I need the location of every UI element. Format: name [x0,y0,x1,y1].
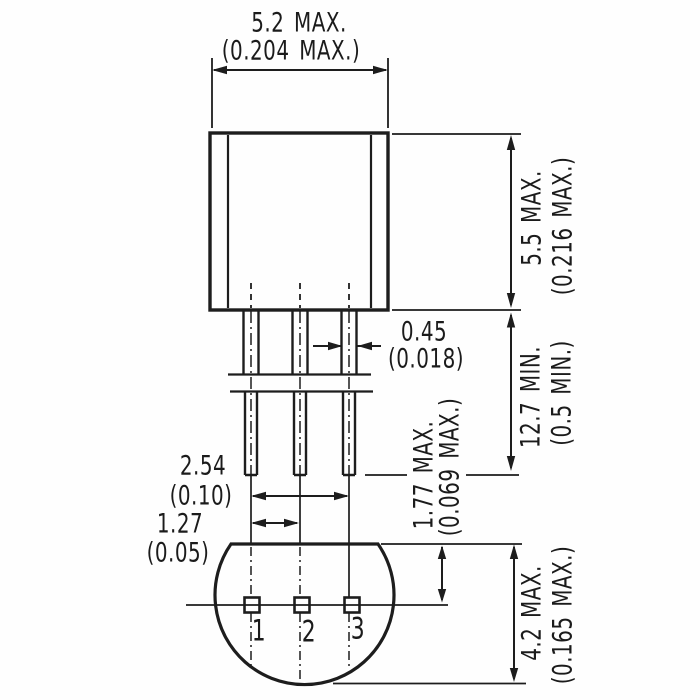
dim-lead-pitch-mm-label: 1.27 [156,508,204,539]
body-depth-dimension [333,544,526,685]
lead-width-dimension [313,341,381,351]
outer-lead-span-dimension [251,491,349,501]
lead-projection-lines [250,475,350,680]
dim-lead-length-inch-label: (0.5 MIN.) [546,340,577,446]
body-width-dimension [211,58,389,128]
lead-length-dimension [365,312,519,476]
dim-outer-lead-span-mm-label: 2.54 [179,450,227,481]
dim-body-depth-mm-label: 4.2 MAX. [516,565,547,661]
pin-2-label: 2 [301,615,317,649]
front-view-body [208,131,390,312]
dim-lead-pitch-inch-label: (0.05) [146,537,210,568]
dim-body-height-inch-label: (0.216 MAX.) [547,156,578,296]
body-height-dimension [392,133,521,311]
lead-pitch-dimension [251,518,299,528]
dim-body-height-mm-label: 5.5 MAX. [516,170,547,266]
pin-3-label: 3 [350,612,366,646]
dim-outer-lead-span-inch-label: (0.10) [169,480,233,511]
lead-row-offset-dimension [381,543,522,603]
dim-lead-width-inch-label: (0.018) [387,343,465,374]
dim-lead-row-offset-inch-label: (0.069 MAX.) [434,397,465,537]
pin-1-label: 1 [251,614,267,648]
dim-lead-width-mm-label: 0.45 [400,316,448,347]
dim-body-width-inch-label: (0.204 MAX.) [221,35,361,66]
dim-body-width-mm-label: 5.2 MAX. [251,7,347,38]
bottom-view-body [213,542,396,687]
dim-body-depth-inch-label: (0.165 MAX.) [547,545,578,685]
bottom-view-pins [186,596,448,614]
front-view-leads [228,311,373,477]
lead-center-lines [250,311,350,475]
lead-break-lines [228,373,373,393]
dim-lead-length-mm-label: 12.7 MIN. [515,345,546,449]
